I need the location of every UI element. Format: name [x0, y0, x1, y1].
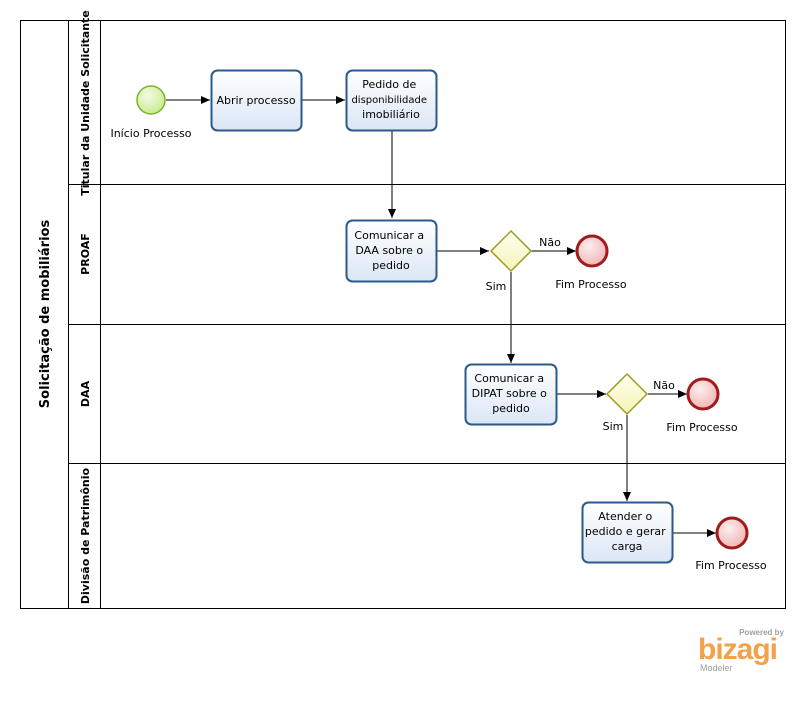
modeler-text: Modeler: [700, 663, 733, 673]
powered-by-text: Powered by: [739, 628, 784, 637]
task-atender-line3: carga: [612, 540, 643, 553]
task-comunicar-daa-line1: Comunicar a: [354, 229, 424, 242]
end-event-3-label: Fim Processo: [695, 559, 767, 572]
end-event-1-label: Fim Processo: [555, 278, 627, 291]
gateway-1-no-label: Não: [539, 236, 561, 249]
task-abrir-processo-label: Abrir processo: [216, 94, 295, 107]
task-atender-pedido[interactable]: Atender o pedido e gerar carga: [581, 501, 674, 564]
end-event-icon: [575, 234, 609, 268]
task-comunicar-dipat-line2: DIPAT sobre o: [472, 387, 548, 400]
svg-text:Atender o pedido e gerar: Atender o pedido e gerar carga: [585, 510, 669, 553]
gateway-1-yes-label: Sim: [486, 280, 507, 293]
svg-text:Comunicar a DIPAT sobre: Comunicar a DIPAT sobre o pedido: [472, 372, 551, 415]
task-comunicar-dipat-line3: pedido: [492, 402, 530, 415]
start-event-icon: [136, 85, 166, 115]
task-pedido-disponibilidade[interactable]: Pedido de disponibilidade imobiliário: [345, 69, 438, 132]
lane-label-titular: Titular da Unidade Solicitante: [79, 10, 92, 195]
task-comunicar-daa-line2: DAA sobre o: [355, 244, 423, 257]
task-comunicar-daa[interactable]: Comunicar a DAA sobre o pedido: [345, 219, 438, 283]
bizagi-wordmark: bizagi: [698, 633, 778, 666]
pool-title: Solicitação de mobiliários: [38, 220, 53, 409]
start-event[interactable]: Início Processo: [110, 85, 192, 140]
task-comunicar-dipat-line1: Comunicar a: [474, 372, 544, 385]
end-event-3[interactable]: Fim Processo: [695, 516, 767, 572]
gateway-diamond-icon: [489, 229, 533, 273]
gateway-1[interactable]: Não Sim: [486, 229, 562, 293]
end-event-2-label: Fim Processo: [666, 421, 738, 434]
start-event-label: Início Processo: [110, 127, 191, 140]
task-pedido-line2: disponibilidade: [351, 95, 427, 106]
gateway-diamond-icon: [605, 372, 649, 416]
task-comunicar-dipat[interactable]: Comunicar a DIPAT sobre o pedido: [464, 363, 558, 426]
bizagi-logo: Powered by bizagi Modeler: [690, 628, 790, 673]
end-event-icon: [686, 377, 720, 411]
sequence-flows: [166, 96, 716, 537]
gateway-2[interactable]: Não Sim: [603, 372, 676, 433]
lane-label-divisao: Divisão de Patrimônio: [79, 467, 92, 604]
lane-label-daa: DAA: [79, 380, 92, 407]
task-atender-line2: pedido e gerar: [585, 525, 666, 538]
svg-text:Abrir processo: Abrir processo: [216, 94, 295, 107]
task-pedido-line1: Pedido de: [362, 78, 416, 91]
task-comunicar-daa-line3: pedido: [372, 259, 410, 272]
svg-text:Pedido de disponibilidad: Pedido de disponibilidade imobiliário: [351, 78, 430, 121]
end-event-1[interactable]: Fim Processo: [555, 234, 627, 291]
gateway-2-no-label: Não: [653, 379, 675, 392]
svg-text:Comunicar a DAA sobre o: Comunicar a DAA sobre o pedido: [354, 229, 427, 272]
task-abrir-processo[interactable]: Abrir processo: [210, 69, 303, 132]
task-atender-line1: Atender o: [598, 510, 652, 523]
end-event-2[interactable]: Fim Processo: [666, 377, 738, 434]
task-pedido-line3: imobiliário: [362, 108, 420, 121]
end-event-icon: [715, 516, 749, 550]
lane-label-proaf: PROAF: [79, 233, 92, 275]
gateway-2-yes-label: Sim: [603, 420, 624, 433]
